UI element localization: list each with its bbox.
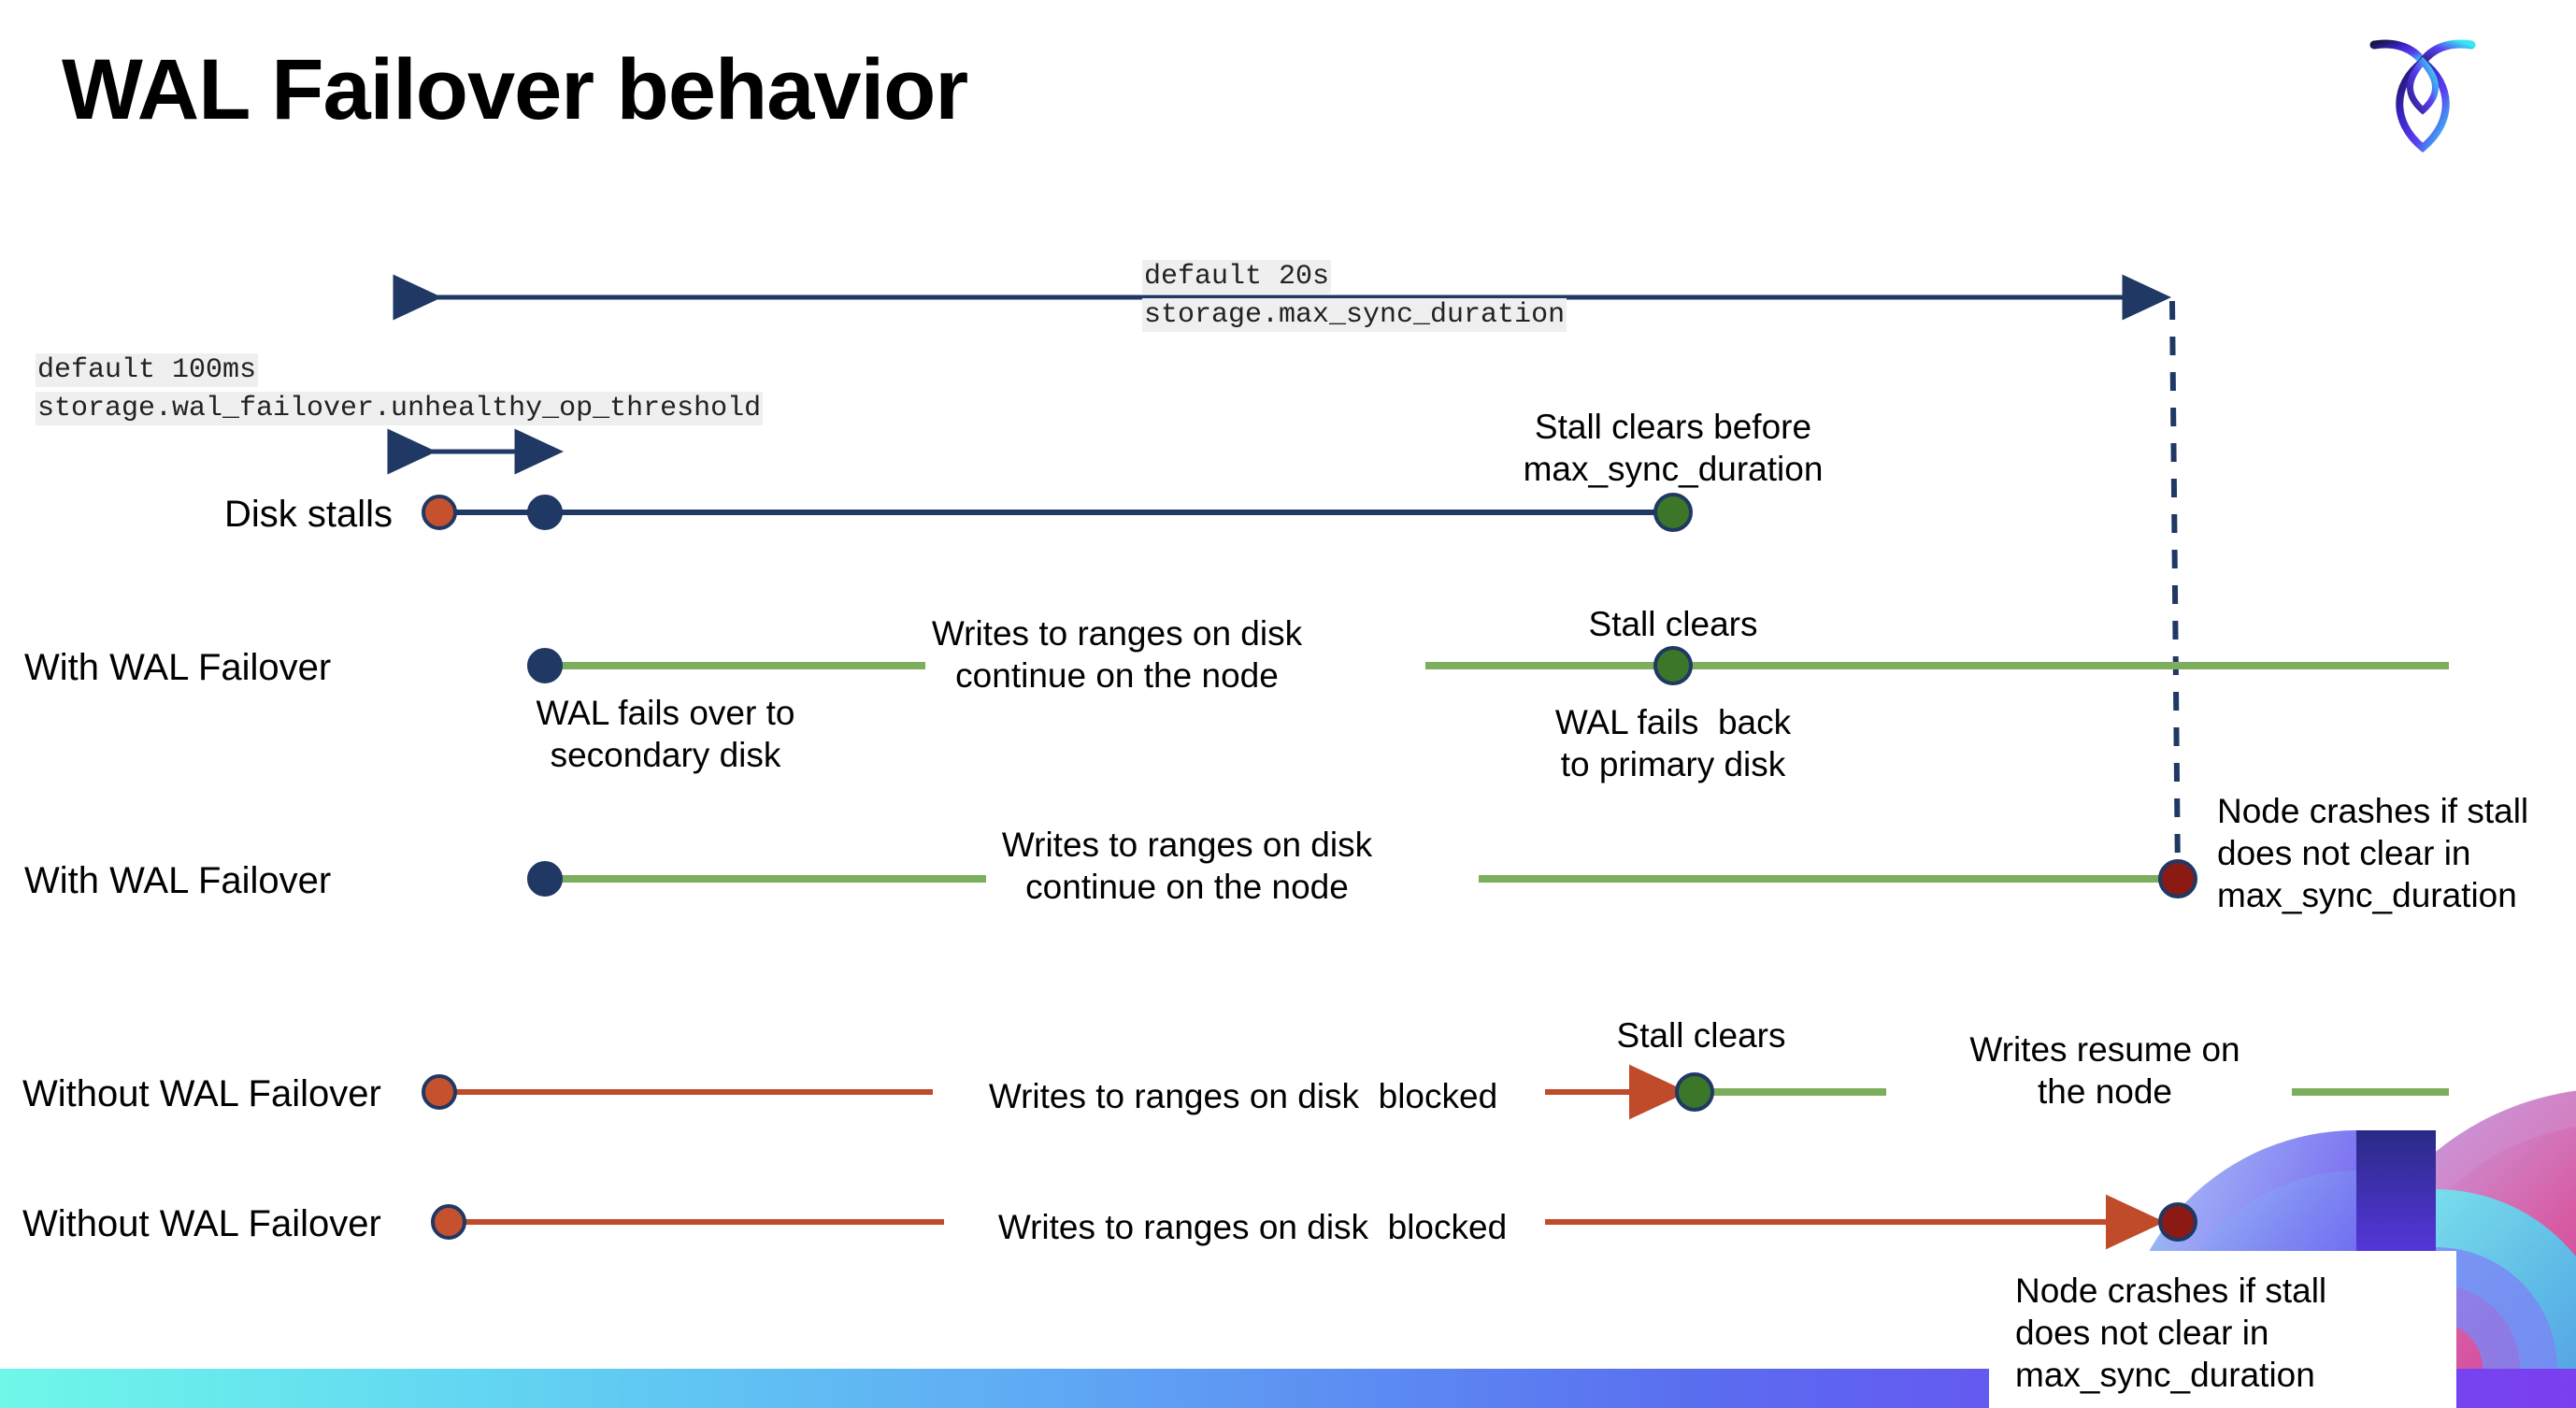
max-sync-duration-guide-line [2169,300,2181,880]
callout-writes-blocked-2: Writes to ranges on disk blocked [997,1208,1508,1246]
callout-writes-continue-1: Writes to ranges on disk continue on the… [931,614,1303,696]
callout-stall-clears-before: Stall clears before max_sync_duration [1523,408,1824,489]
callout-writes-continue-2: Writes to ranges on disk continue on the… [1001,826,1373,907]
cockroachdb-logo-icon [2369,39,2476,153]
max-sync-duration-annotation: default 20s storage.max_sync_duration [1142,258,1567,336]
row-disk-stalls-track [422,493,1693,532]
unhealthy-op-threshold-setting: storage.wal_failover.unhealthy_op_thresh… [36,392,764,426]
callout-writes-blocked-1: Writes to ranges on disk blocked [988,1077,1498,1115]
max-sync-duration-default: default 20s [1142,260,1332,294]
row-label-with-wal-failover-clears: With WAL Failover [24,647,332,688]
node-crashes-callout-box: Node crashes if stall does not clear in … [1989,1251,2456,1408]
unhealthy-op-threshold-default: default 100ms [36,353,259,387]
callout-stall-clears-2: Stall clears [1616,1016,1786,1055]
row-label-without-wal-failover-clears: Without WAL Failover [22,1073,381,1114]
callout-wal-fails-back: WAL fails back to primary disk [1554,703,1792,784]
row-label-disk-stalls: Disk stalls [224,494,394,535]
callout-node-crashes-1: Node crashes if stall does not clear in … [2217,792,2529,915]
unhealthy-op-threshold-annotation: default 100ms storage.wal_failover.unhea… [36,352,764,429]
callout-wal-fails-over: WAL fails over to secondary disk [536,694,795,775]
row-label-with-wal-failover-crash: With WAL Failover [24,860,332,901]
row-label-without-wal-failover-crash: Without WAL Failover [22,1203,381,1244]
callout-node-crashes-2: Node crashes if stall does not clear in … [2015,1272,2327,1395]
callout-stall-clears-1: Stall clears [1588,605,1758,643]
page-title: WAL Failover behavior [62,42,968,137]
callout-writes-resume: Writes resume on the node [1969,1030,2240,1112]
max-sync-duration-setting: storage.max_sync_duration [1142,298,1567,333]
row-with-wal-failover-clears-track [527,646,2449,685]
